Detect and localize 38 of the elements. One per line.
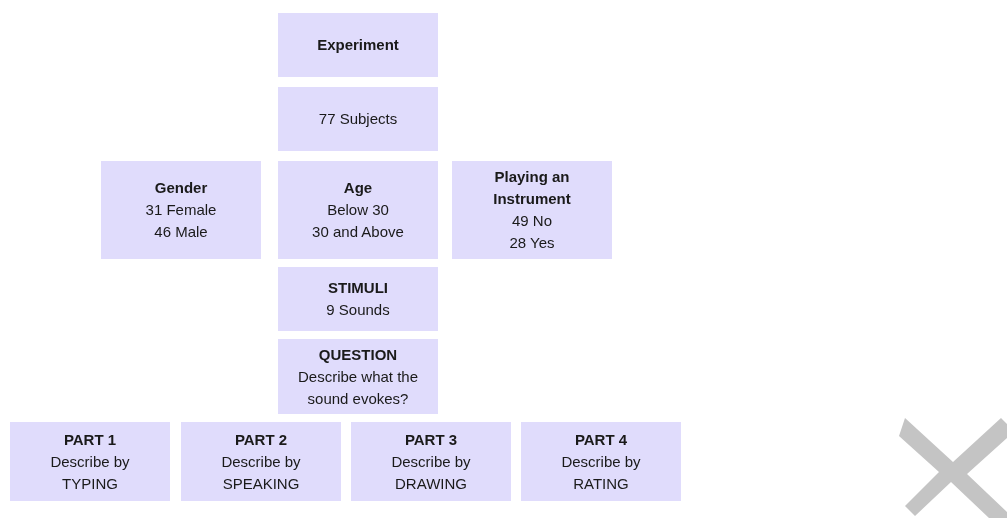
box-heading: QUESTION	[318, 344, 398, 365]
box-text: Below 30	[327, 200, 389, 220]
box-heading: PART 2	[234, 429, 288, 450]
box-text: 77 Subjects	[318, 109, 398, 129]
box-text: Describe what the sound evokes?	[296, 366, 420, 409]
info-box	[101, 161, 261, 259]
info-box	[278, 339, 438, 414]
box-text: 30 and Above	[312, 222, 404, 242]
box-text: TYPING	[62, 473, 118, 494]
box-text: Describe by	[561, 451, 641, 472]
box-heading: PART 3	[404, 429, 458, 450]
box-heading: Gender	[154, 178, 208, 198]
box-text: 49 No	[512, 211, 552, 231]
box-text: 9 Sounds	[326, 300, 390, 320]
info-box	[278, 267, 438, 331]
box-text: RATING	[573, 473, 629, 494]
info-box	[181, 422, 341, 501]
info-box	[10, 422, 170, 501]
box-text: Describe by	[221, 451, 301, 472]
box-text: 31 Female	[145, 200, 217, 220]
info-box	[452, 161, 612, 259]
info-box	[278, 161, 438, 259]
box-text: Describe by	[50, 451, 130, 472]
info-box	[278, 13, 438, 77]
box-heading: Age	[343, 178, 373, 198]
box-text: Describe by	[391, 451, 471, 472]
info-box	[278, 87, 438, 151]
box-heading: Experiment	[317, 35, 399, 55]
box-text: DRAWING	[395, 473, 467, 494]
box-text: 46 Male	[154, 222, 208, 242]
box-text: 28 Yes	[509, 233, 555, 253]
box-heading: PART 4	[574, 429, 628, 450]
box-heading: Playing an Instrument	[492, 167, 572, 209]
info-box	[521, 422, 681, 501]
box-text: SPEAKING	[222, 473, 300, 494]
info-box	[351, 422, 511, 501]
box-heading: PART 1	[63, 429, 117, 450]
box-heading: STIMULI	[328, 278, 388, 298]
